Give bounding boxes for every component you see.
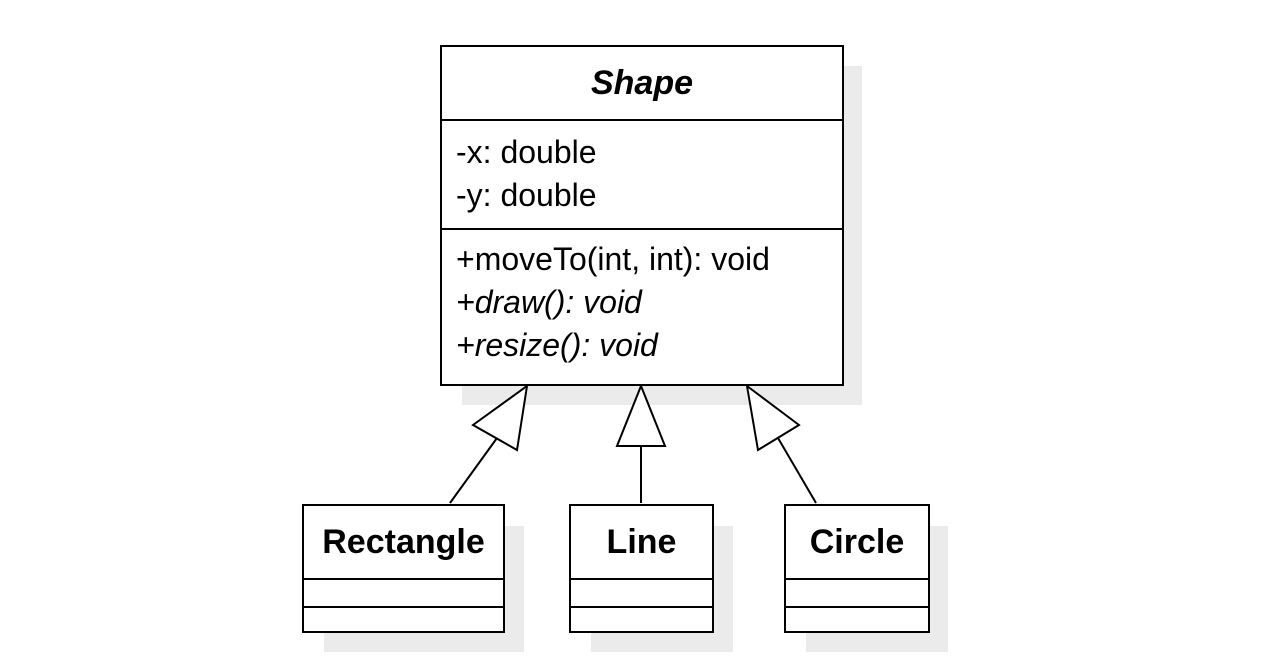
operations-compartment — [304, 608, 503, 631]
operation-draw: +draw(): void — [456, 284, 642, 320]
operations-compartment: +moveTo(int, int): void +draw(): void +r… — [442, 230, 842, 367]
operation-moveto: +moveTo(int, int): void — [456, 241, 770, 277]
class-name: Circle — [786, 506, 928, 580]
attribute-x: -x: double — [456, 134, 597, 170]
line-class[interactable]: Line — [569, 504, 714, 633]
attributes-compartment — [304, 580, 503, 608]
shape-class[interactable]: Shape -x: double -y: double +moveTo(int,… — [440, 45, 844, 386]
class-name: Rectangle — [304, 506, 503, 580]
operations-compartment — [571, 608, 712, 631]
operation-resize: +resize(): void — [456, 327, 658, 363]
circle-class[interactable]: Circle — [784, 504, 930, 633]
attributes-compartment — [786, 580, 928, 608]
attributes-compartment — [571, 580, 712, 608]
operations-compartment — [786, 608, 928, 631]
class-name: Shape — [442, 47, 842, 121]
rectangle-class[interactable]: Rectangle — [302, 504, 505, 633]
attributes-compartment: -x: double -y: double — [442, 121, 842, 230]
class-name: Line — [571, 506, 712, 580]
attribute-y: -y: double — [456, 177, 597, 213]
